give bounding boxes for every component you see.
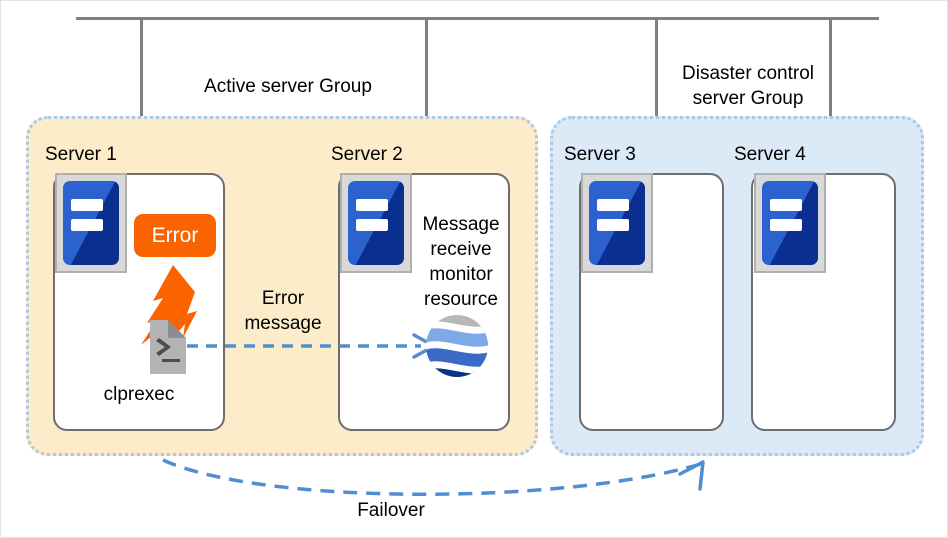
failover-label: Failover: [357, 500, 425, 521]
server-1-label: Server 1: [45, 144, 117, 165]
network-bus-line: [76, 17, 879, 20]
server-2-label: Server 2: [331, 144, 403, 165]
server-icon-body: [63, 181, 119, 265]
monitor-resource-label: Message receive monitor resource: [422, 214, 500, 310]
server-icon-body: [348, 181, 404, 265]
server-3-label: Server 3: [564, 144, 636, 165]
server-icon-body: [762, 181, 818, 265]
server-4-label: Server 4: [734, 144, 806, 165]
server-2-icon: [340, 173, 412, 273]
clprexec-label: clprexec: [103, 384, 175, 405]
server-icon-bar: [769, 198, 803, 212]
server-icon-bar: [769, 218, 803, 232]
server-icon-bar: [355, 218, 389, 232]
server-icon-body: [589, 181, 645, 265]
server-icon-bar: [70, 198, 104, 212]
server-icon-bar: [596, 218, 630, 232]
server-icon-bar: [355, 198, 389, 212]
server-icon-bar: [70, 218, 104, 232]
server-3-icon: [581, 173, 653, 273]
error-status-badge: Error: [134, 214, 216, 257]
network-drop-server1: [140, 17, 143, 174]
server-icon-bar: [596, 198, 630, 212]
server-4-icon: [754, 173, 826, 273]
error-message-label: Error message: [244, 288, 322, 334]
disaster-group-label: Disaster control server Group: [682, 63, 814, 109]
active-group-label: Active server Group: [204, 76, 372, 97]
dashed-curved-arrow: [162, 458, 705, 496]
network-drop-server2: [425, 17, 428, 174]
network-drop-server3: [655, 17, 658, 174]
server-1-icon: [55, 173, 127, 273]
network-drop-server4: [829, 17, 832, 174]
